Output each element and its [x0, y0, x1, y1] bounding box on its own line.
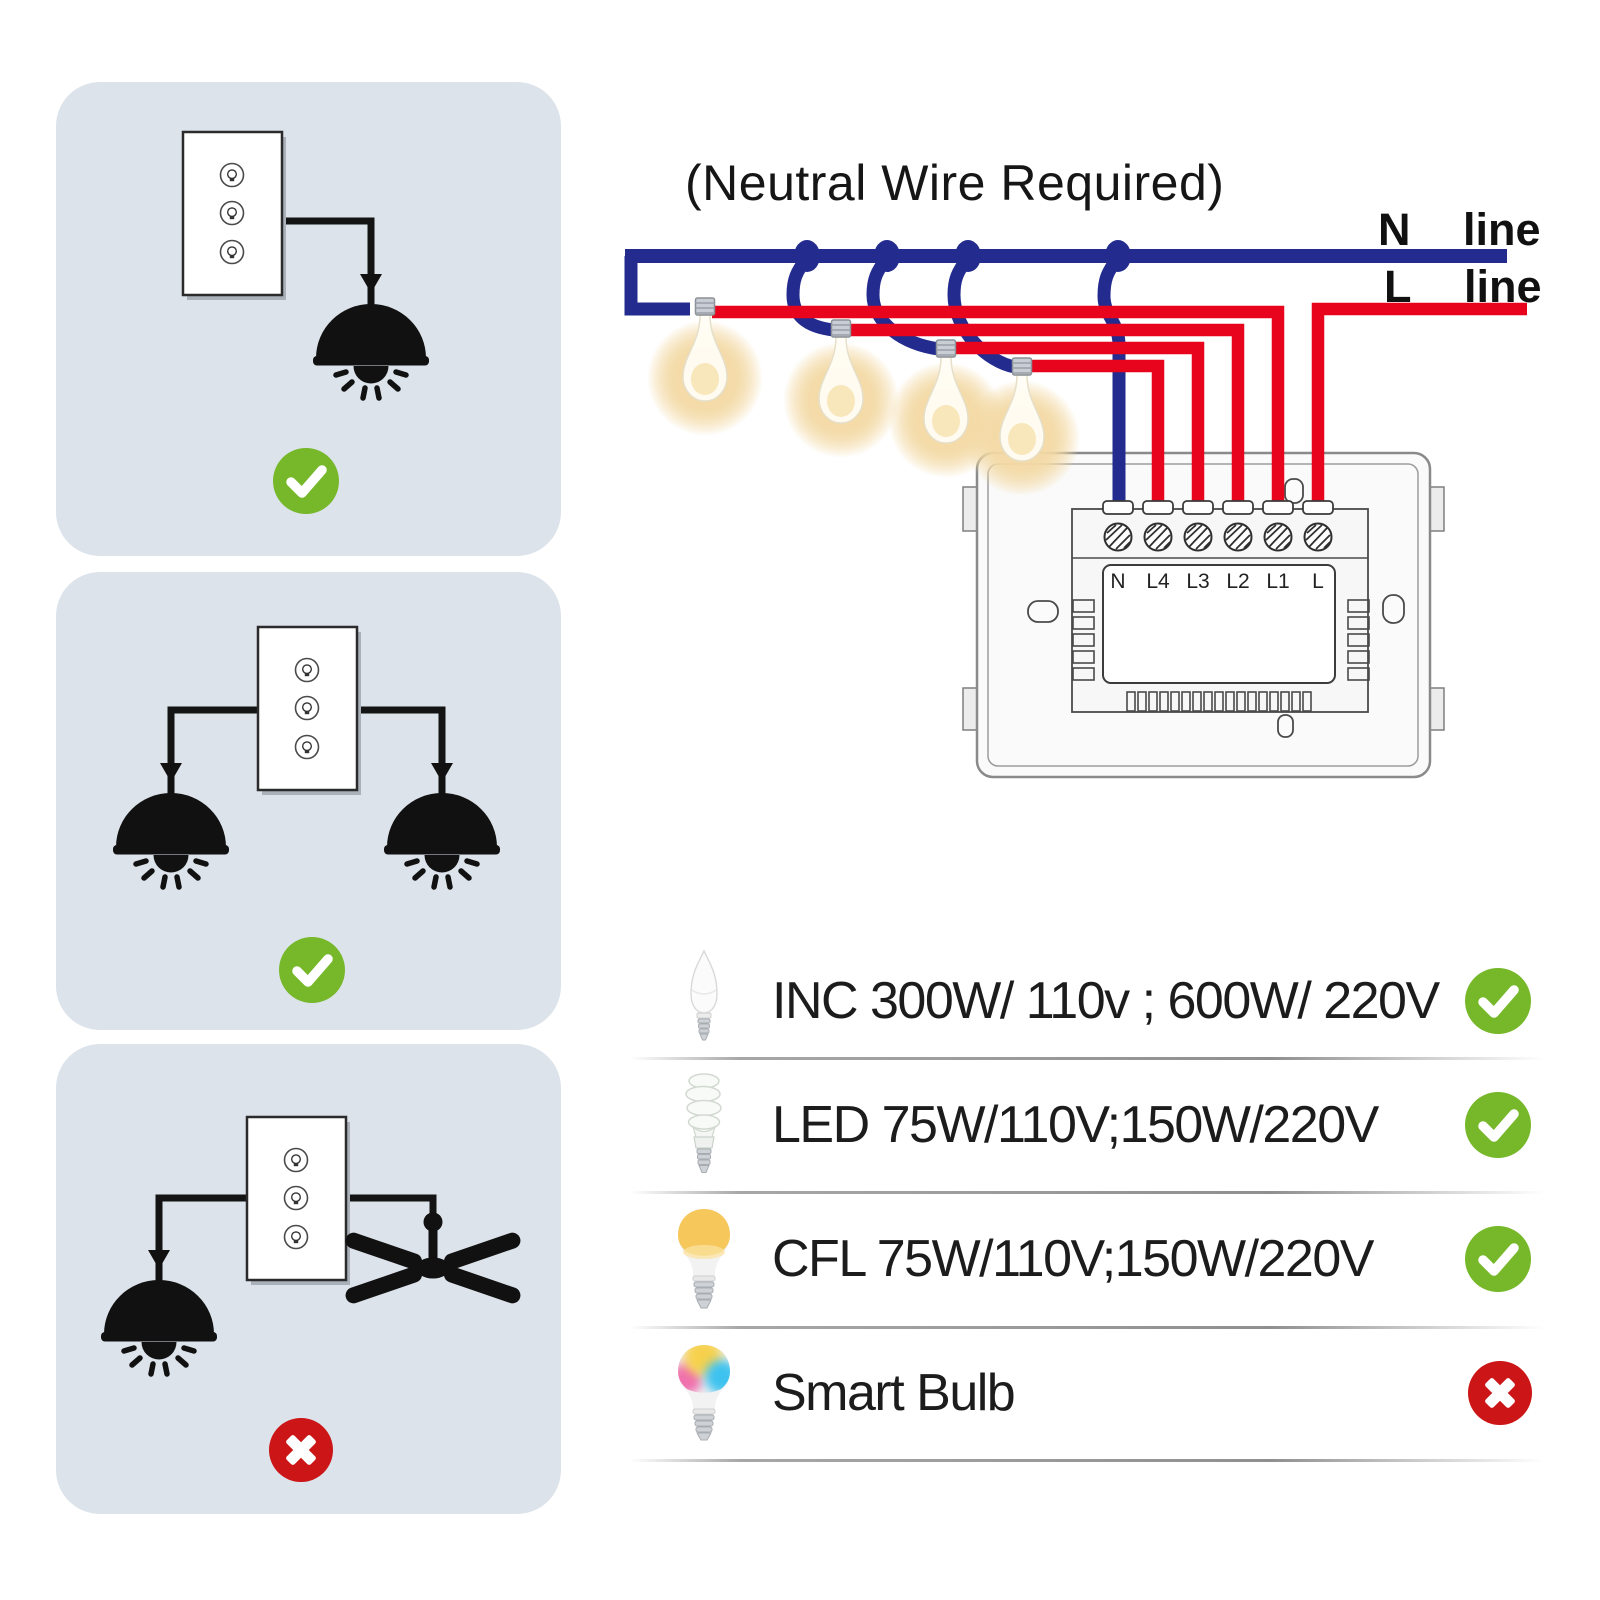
compat-row-led: LED 75W/110V;150W/220V [630, 1061, 1545, 1189]
smart-rgb-bulb-icon [656, 1343, 752, 1443]
supported-check-icon [1461, 964, 1535, 1038]
terminal-block: N L4 L3 L2 L1 L [1102, 500, 1334, 593]
page-title: (Neutral Wire Required) [685, 155, 1225, 211]
compat-row-inc: INC 300W/ 110v ; 600W/ 220V [630, 945, 1545, 1057]
live-line-word: line [1464, 261, 1542, 312]
neutral-line-letter: N [1378, 204, 1411, 255]
bulb-glows [647, 320, 1080, 496]
not-supported-cross-icon [1465, 1358, 1535, 1428]
terminal-label-l4: L4 [1146, 570, 1170, 593]
row-divider [630, 1326, 1545, 1329]
scenario-panel-lamp-and-fan [56, 1044, 561, 1514]
scenario-panel-two-lamps [56, 572, 561, 1030]
compat-row-cfl: CFL 75W/110V;150W/220V [630, 1194, 1545, 1324]
live-wires [712, 302, 1527, 505]
terminal-label-l3: L3 [1186, 570, 1209, 593]
live-line-letter: L [1384, 261, 1412, 312]
supported-check-icon [1461, 1088, 1535, 1162]
junction-dots [794, 240, 1131, 272]
scenario-panel-one-lamp [56, 82, 561, 556]
smart-switch-back-panel [962, 451, 1445, 779]
compat-label-inc: INC 300W/ 110v ; 600W/ 220V [772, 972, 1440, 1030]
neutral-wires [624, 240, 1507, 512]
candle-bulb-icon [656, 949, 752, 1053]
neutral-line-word: line [1463, 204, 1541, 255]
terminal-label-l: L [1312, 570, 1324, 593]
compat-label-led: LED 75W/110V;150W/220V [772, 1096, 1379, 1154]
hanging-bulbs [646, 297, 1081, 497]
compat-row-smart-bulb: Smart Bulb [630, 1329, 1545, 1457]
compat-label-cfl: CFL 75W/110V;150W/220V [772, 1230, 1374, 1288]
vent-slots [1072, 599, 1370, 712]
terminal-label-l2: L2 [1226, 570, 1249, 593]
terminal-label-l1: L1 [1266, 570, 1289, 593]
row-divider [630, 1057, 1545, 1060]
row-divider [630, 1191, 1545, 1194]
spiral-cfl-bulb-icon [656, 1069, 752, 1181]
supported-check-icon [1461, 1222, 1535, 1296]
compat-label-smart-bulb: Smart Bulb [772, 1364, 1016, 1422]
terminal-label-n: N [1110, 570, 1125, 593]
warm-led-bulb-icon [656, 1207, 752, 1311]
row-divider [630, 1459, 1545, 1462]
